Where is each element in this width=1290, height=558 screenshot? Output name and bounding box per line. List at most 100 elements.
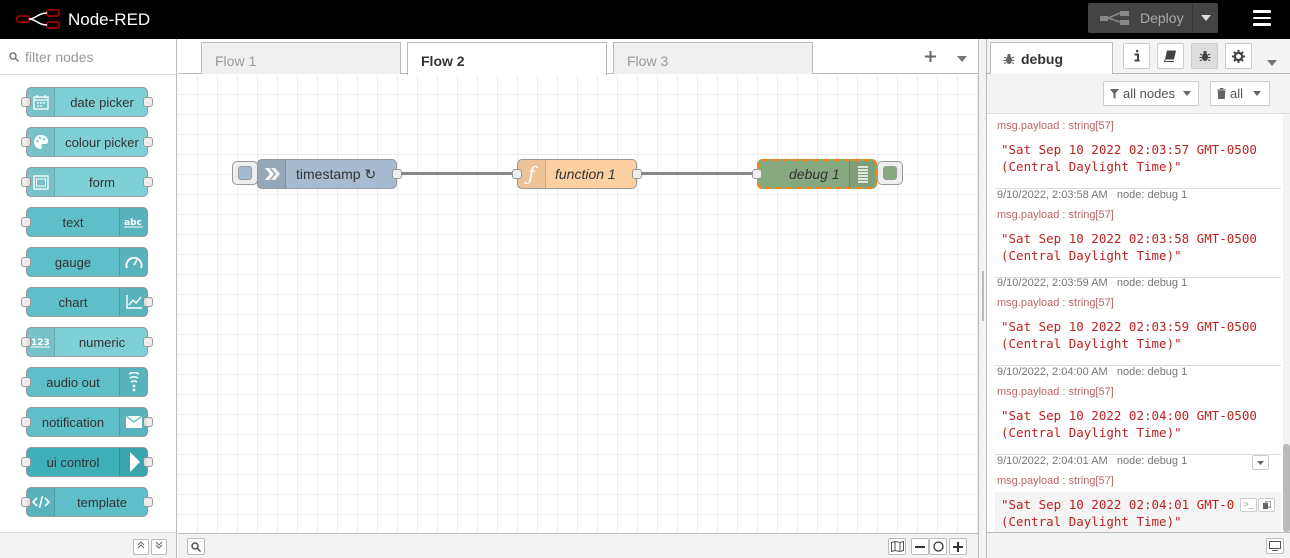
circle-icon [932, 541, 944, 552]
palette-node-form[interactable]: form [21, 167, 153, 197]
palette-node-chart[interactable]: chart [21, 287, 153, 317]
terminal-icon: >_ [1243, 500, 1254, 509]
help-tab-button[interactable] [1157, 43, 1184, 69]
debug-scrollbar-thumb[interactable] [1283, 444, 1290, 532]
search-flows-button[interactable] [187, 538, 205, 555]
svg-text:abc: abc [124, 218, 142, 228]
input-port [21, 417, 31, 427]
hamburger-icon-line [1253, 23, 1271, 26]
output-port[interactable] [392, 169, 402, 179]
tab-flow-2[interactable]: Flow 2 [407, 42, 607, 75]
app-logo: Node-RED [16, 9, 150, 29]
palette-node-gauge[interactable]: gauge [21, 247, 148, 277]
debug-message-value[interactable]: "Sat Sep 10 2022 02:03:57 GMT-0500(Centr… [1001, 141, 1257, 175]
debug-message-value[interactable]: "Sat Sep 10 2022 02:04:01 GMT-0(Central … [1001, 496, 1234, 530]
config-tab-button[interactable] [1225, 43, 1252, 69]
output-port [143, 337, 153, 347]
debug-message[interactable]: 9/10/2022, 2:04:01 AM node: debug 1 msg.p… [995, 455, 1281, 532]
clear-log-button[interactable]: all [1210, 81, 1270, 106]
flow-list-button[interactable] [952, 47, 972, 67]
flow-node-inject[interactable]: timestamp ↻ [257, 159, 402, 189]
value-line: "Sat Sep 10 2022 02:04:01 GMT-0 [1001, 497, 1235, 512]
copy-path-button[interactable]: >_ [1240, 498, 1257, 512]
function-node-icon-box: ƒ [518, 160, 546, 188]
palette-node-label: notification [41, 415, 105, 430]
search-icon [191, 541, 201, 552]
collapse-all-button[interactable] [133, 539, 149, 555]
wire[interactable] [637, 172, 757, 175]
debug-message-value[interactable]: "Sat Sep 10 2022 02:03:59 GMT-0500(Centr… [1001, 318, 1257, 352]
header-bar: Node-RED Deploy [0, 0, 1290, 39]
output-port[interactable] [632, 169, 642, 179]
tab-flow-1[interactable]: Flow 1 [201, 42, 401, 74]
palette-node-label: numeric [78, 335, 126, 350]
main-menu-button[interactable] [1248, 10, 1276, 30]
flow-node-function[interactable]: ƒ function 1 [512, 159, 642, 189]
debug-filter-button[interactable]: all nodes [1103, 81, 1199, 106]
sidebar-splitter[interactable] [978, 39, 987, 558]
search-icon [9, 51, 19, 62]
tab-flow-3[interactable]: Flow 3 [613, 42, 813, 74]
debug-scrollbar[interactable] [1283, 114, 1290, 532]
debug-message[interactable]: msg.payload : string[57]"Sat Sep 10 2022… [995, 114, 1281, 189]
output-port [143, 137, 153, 147]
open-debug-window-button[interactable] [1266, 538, 1284, 554]
message-options-button[interactable] [1252, 455, 1269, 470]
palette-node-label: audio out [46, 375, 100, 390]
palette-node-audio-out[interactable]: audio out [21, 367, 148, 397]
palette-node-template[interactable]: template [21, 487, 153, 517]
debug-message-topic: msg.payload : string[57] [997, 475, 1114, 487]
info-tab-button[interactable] [1123, 43, 1150, 69]
palette-node-ui-control[interactable]: ui control [21, 447, 153, 477]
navigator-button[interactable] [888, 538, 906, 555]
palette-node-label: ui control [46, 455, 100, 470]
palette-node-date-picker[interactable]: date picker [21, 87, 153, 117]
tab-debug[interactable]: debug [990, 42, 1113, 75]
debug-message-value[interactable]: "Sat Sep 10 2022 02:03:58 GMT-0500(Centr… [1001, 230, 1257, 264]
copy-icon [1262, 501, 1271, 509]
zoom-out-button[interactable] [911, 538, 929, 555]
flow-node-debug[interactable]: debug 1 [752, 159, 877, 189]
debug-message-meta: 9/10/2022, 2:04:01 AM node: debug 1 [997, 455, 1187, 467]
palette-node-label: template [77, 495, 127, 510]
deploy-options-button[interactable] [1192, 3, 1218, 33]
inject-button[interactable] [232, 161, 258, 185]
palette-node-label: date picker [70, 95, 134, 110]
function-f-icon: ƒ [527, 163, 536, 185]
debug-toggle-button[interactable] [877, 161, 903, 185]
function-node-label: function 1 [555, 166, 616, 182]
value-line: "Sat Sep 10 2022 02:03:57 GMT-0500 [1001, 142, 1257, 157]
palette-node-colour-picker[interactable]: colour picker [21, 127, 153, 157]
wire[interactable] [397, 172, 517, 175]
input-port[interactable] [512, 169, 522, 179]
zoom-in-button[interactable] [949, 538, 967, 555]
form-icon [27, 168, 55, 196]
palette-search-input[interactable]: filter nodes [25, 48, 94, 65]
input-port [21, 257, 31, 267]
zoom-reset-button[interactable] [929, 538, 947, 555]
output-port [143, 97, 153, 107]
splitter-grip[interactable] [982, 271, 984, 321]
debug-message-value[interactable]: "Sat Sep 10 2022 02:04:00 GMT-0500(Centr… [1001, 407, 1257, 441]
expand-all-button[interactable] [151, 539, 167, 555]
input-port[interactable] [752, 169, 762, 179]
input-port [21, 497, 31, 507]
deploy-button[interactable]: Deploy [1088, 3, 1218, 33]
copy-value-button[interactable] [1258, 498, 1275, 512]
palette-search[interactable]: filter nodes [0, 39, 176, 75]
palette-node-label: form [89, 175, 115, 190]
tab-label: Flow 3 [627, 53, 669, 69]
deploy-main-button[interactable]: Deploy [1088, 3, 1192, 33]
debug-tab-button[interactable] [1191, 43, 1218, 69]
input-port [21, 457, 31, 467]
add-flow-button[interactable] [920, 47, 940, 67]
palette-node-notification[interactable]: notification [21, 407, 153, 437]
flow-canvas[interactable]: timestamp ↻ ƒ function 1 debug 1 [178, 75, 978, 533]
sidebar-menu-button[interactable] [1267, 53, 1277, 69]
value-line: (Central Daylight Time)" [1001, 425, 1182, 440]
